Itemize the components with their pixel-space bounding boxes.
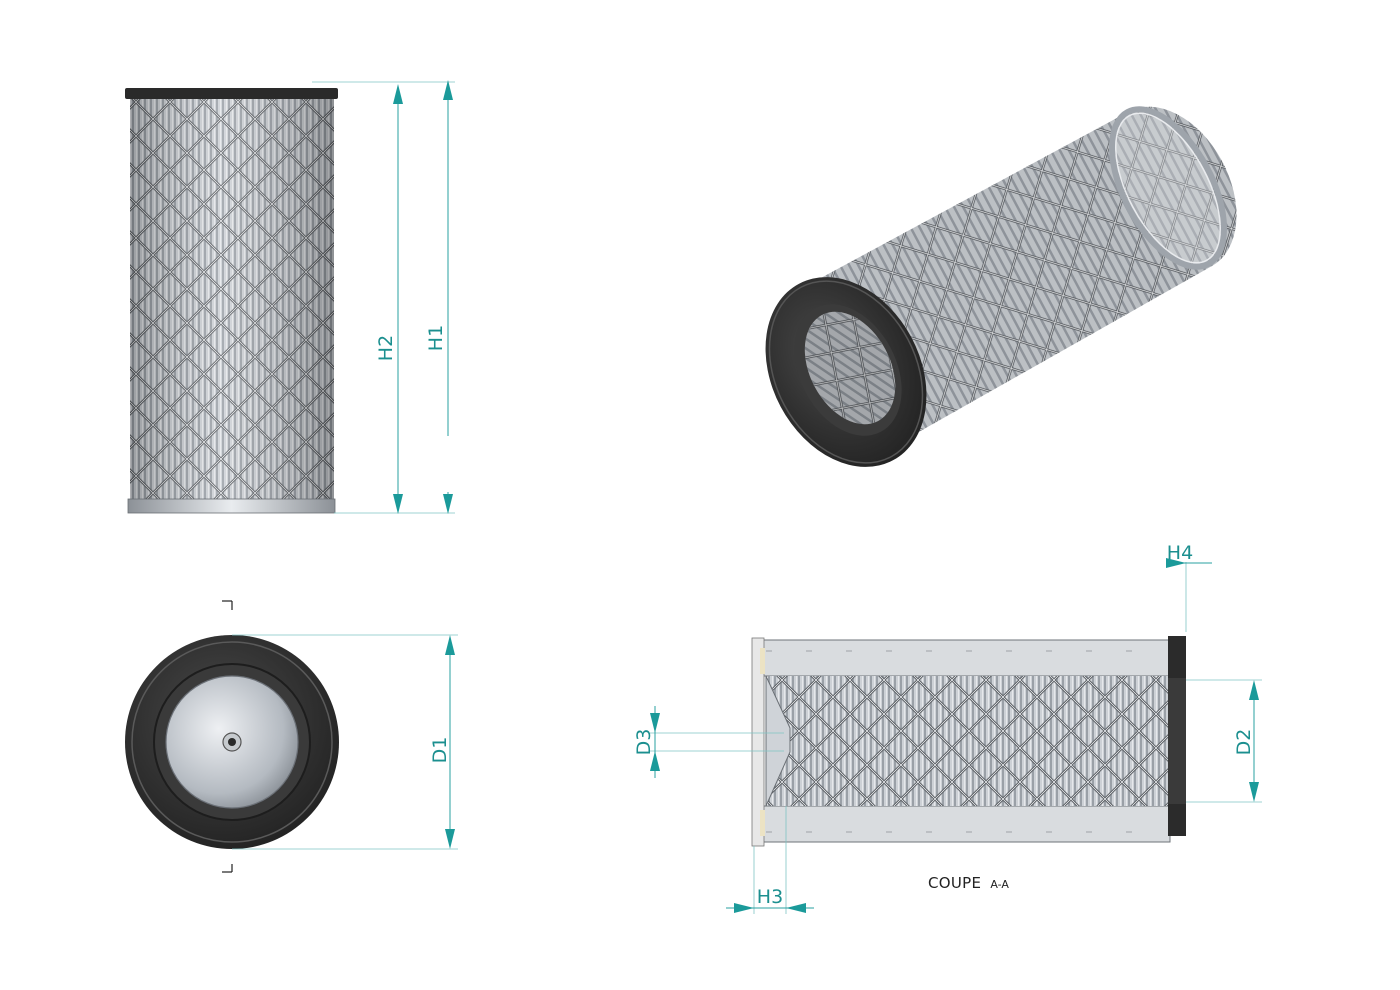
top-gasket: [125, 88, 338, 99]
side-view: H2 H1: [125, 80, 455, 514]
dimension-h1: H1: [425, 325, 447, 351]
section-marker-top: [222, 600, 233, 610]
filter-isometric-view-icon: [765, 106, 1237, 467]
dimension-h4: H4: [1167, 542, 1193, 564]
isometric-view: [765, 106, 1237, 467]
section-view: H4 D2 D3 H3 COUPE A-A: [633, 542, 1262, 914]
dimension-h2: H2: [375, 335, 397, 361]
section-caption-suffix: A-A: [990, 878, 1009, 891]
section-caption-main: COUPE: [928, 874, 981, 892]
filter-side-view-icon: [125, 88, 338, 514]
section-caption: COUPE A-A: [928, 873, 1009, 892]
bottom-end-cap: [127, 498, 336, 514]
dimension-d1: D1: [429, 737, 451, 764]
end-view: D1: [125, 600, 458, 873]
filter-cross-section-icon: [751, 636, 1186, 847]
dimension-d2: D2: [1233, 729, 1255, 756]
section-marker-bottom: [222, 864, 233, 873]
dimension-h3: H3: [757, 886, 783, 908]
dimension-d3: D3: [633, 729, 655, 756]
filter-end-view-icon: [125, 635, 339, 849]
